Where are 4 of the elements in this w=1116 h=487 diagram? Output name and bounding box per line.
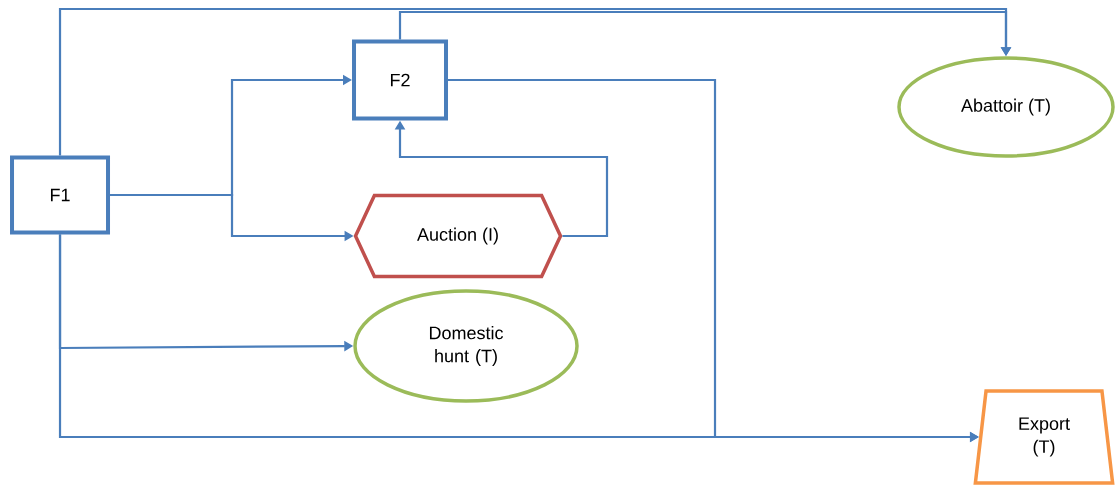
export-trapezium: Export (T) xyxy=(973,389,1115,485)
auction-hexagon: Auction (I) xyxy=(353,193,563,279)
process-box: F1 xyxy=(10,155,110,235)
process-box: F2 xyxy=(352,39,448,121)
